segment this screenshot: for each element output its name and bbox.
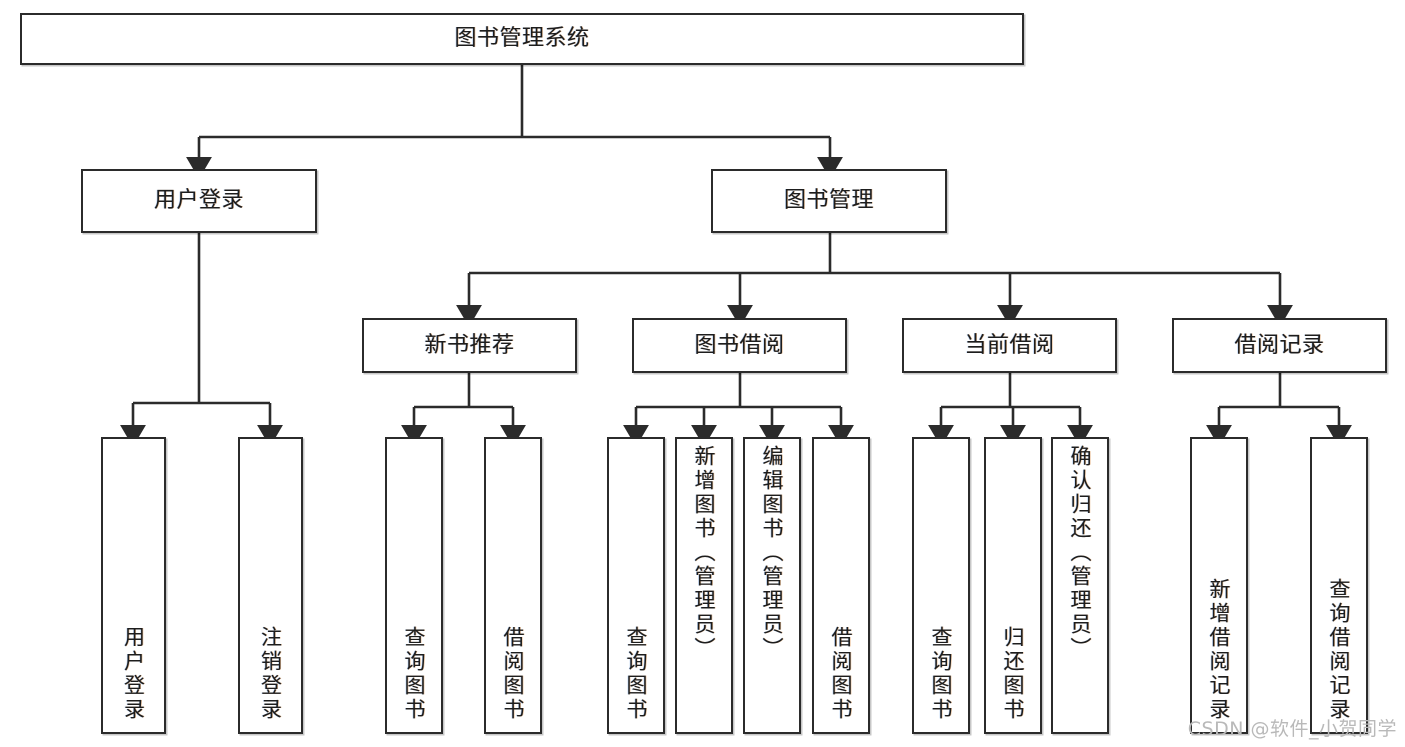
node-leaf-6-label: 编辑图书（管理员） xyxy=(760,445,785,661)
node-level2-1-label: 图书管理 xyxy=(783,188,874,214)
node-leaf-1[interactable]: 注销登录 xyxy=(238,437,303,734)
node-root-label: 图书管理系统 xyxy=(454,26,590,52)
node-level2-1[interactable]: 图书管理 xyxy=(711,169,947,233)
node-leaf-3[interactable]: 借阅图书 xyxy=(484,437,542,734)
node-leaf-9-label: 归还图书 xyxy=(1001,626,1026,722)
node-level3-2[interactable]: 当前借阅 xyxy=(902,318,1117,373)
node-level2-0-label: 用户登录 xyxy=(153,188,244,214)
node-root[interactable]: 图书管理系统 xyxy=(20,13,1024,65)
node-leaf-2-label: 查询图书 xyxy=(402,626,427,722)
node-leaf-7-label: 借阅图书 xyxy=(829,626,854,722)
node-level3-0-label: 新书推荐 xyxy=(424,332,515,358)
node-level3-0[interactable]: 新书推荐 xyxy=(362,318,577,373)
node-level3-2-label: 当前借阅 xyxy=(964,332,1055,358)
node-leaf-9[interactable]: 归还图书 xyxy=(984,437,1042,734)
watermark-text: CSDN @软件_小贺同学 xyxy=(1187,718,1397,740)
node-leaf-10[interactable]: 确认归还（管理员） xyxy=(1051,437,1109,734)
node-leaf-5-label: 新增图书（管理员） xyxy=(692,445,717,661)
node-leaf-11-label: 新增借阅记录 xyxy=(1207,578,1232,722)
node-leaf-7[interactable]: 借阅图书 xyxy=(812,437,870,734)
node-leaf-5[interactable]: 新增图书（管理员） xyxy=(675,437,733,734)
node-leaf-12[interactable]: 查询借阅记录 xyxy=(1310,437,1368,734)
node-level3-3[interactable]: 借阅记录 xyxy=(1172,318,1387,373)
node-leaf-0-label: 用户登录 xyxy=(121,626,146,722)
node-leaf-10-label: 确认归还（管理员） xyxy=(1068,445,1093,661)
node-level2-0[interactable]: 用户登录 xyxy=(81,169,317,233)
node-leaf-12-label: 查询借阅记录 xyxy=(1327,578,1352,722)
node-leaf-11[interactable]: 新增借阅记录 xyxy=(1190,437,1248,734)
node-leaf-0[interactable]: 用户登录 xyxy=(101,437,166,734)
node-leaf-6[interactable]: 编辑图书（管理员） xyxy=(743,437,801,734)
node-level3-1-label: 图书借阅 xyxy=(694,332,785,358)
node-leaf-8-label: 查询图书 xyxy=(929,626,954,722)
node-leaf-3-label: 借阅图书 xyxy=(501,626,526,722)
node-level3-1[interactable]: 图书借阅 xyxy=(632,318,847,373)
node-leaf-4-label: 查询图书 xyxy=(624,626,649,722)
node-leaf-4[interactable]: 查询图书 xyxy=(607,437,665,734)
node-leaf-2[interactable]: 查询图书 xyxy=(385,437,443,734)
node-leaf-8[interactable]: 查询图书 xyxy=(912,437,970,734)
node-level3-3-label: 借阅记录 xyxy=(1234,332,1325,358)
node-leaf-1-label: 注销登录 xyxy=(258,626,283,722)
